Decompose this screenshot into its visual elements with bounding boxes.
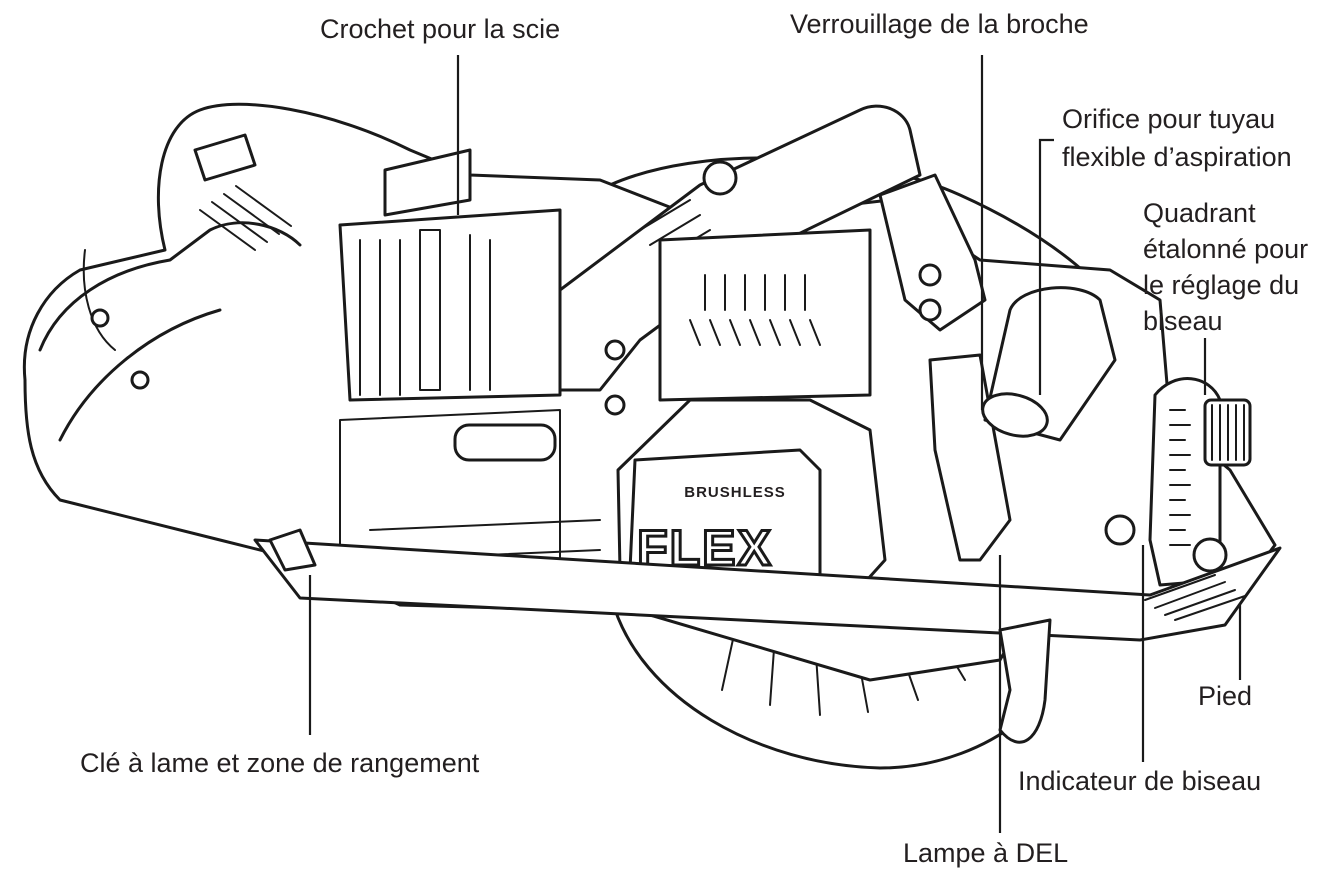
dust-port (981, 286, 1117, 442)
label-dust-port-line-2: flexible d’aspiration (1062, 142, 1292, 172)
label-spindle-lock: Verrouillage de la broche (790, 9, 1089, 39)
bevel-quadrant (1104, 377, 1252, 587)
label-bevel-quadrant-line-3: le réglage du (1143, 270, 1299, 300)
saw-shoe (253, 528, 1282, 642)
brushless-mark: BRUSHLESS (684, 484, 786, 501)
guard-lever (998, 618, 1052, 744)
label-shoe: Pied (1198, 681, 1252, 711)
label-saw-hook: Crochet pour la scie (320, 14, 560, 44)
leader-dust-port (1038, 138, 1054, 395)
front-guard-assembly (878, 173, 1012, 562)
motor-end-cap: BRUSHLESS FLEX (616, 398, 887, 617)
label-bevel-quadrant-line-2: étalonné pour (1143, 234, 1308, 264)
circular-saw-illustration: BRUSHLESS FLEX (22, 102, 1282, 770)
leader-lines (308, 55, 1242, 833)
motor-housing (658, 228, 872, 402)
callout-labels: Crochet pour la scie Verrouillage de la … (80, 9, 1308, 868)
label-bevel-indicator: Indicateur de biseau (1018, 766, 1261, 796)
label-bevel-quadrant-line-1: Quadrant (1143, 198, 1256, 228)
label-dust-port-line-1: Orifice pour tuyau (1062, 104, 1275, 134)
rear-handle (38, 133, 302, 442)
label-bevel-quadrant-line-4: biseau (1143, 306, 1223, 336)
label-blade-wrench: Clé à lame et zone de rangement (80, 748, 480, 778)
saw-hook-cage (338, 148, 601, 606)
label-led-light: Lampe à DEL (903, 838, 1068, 868)
